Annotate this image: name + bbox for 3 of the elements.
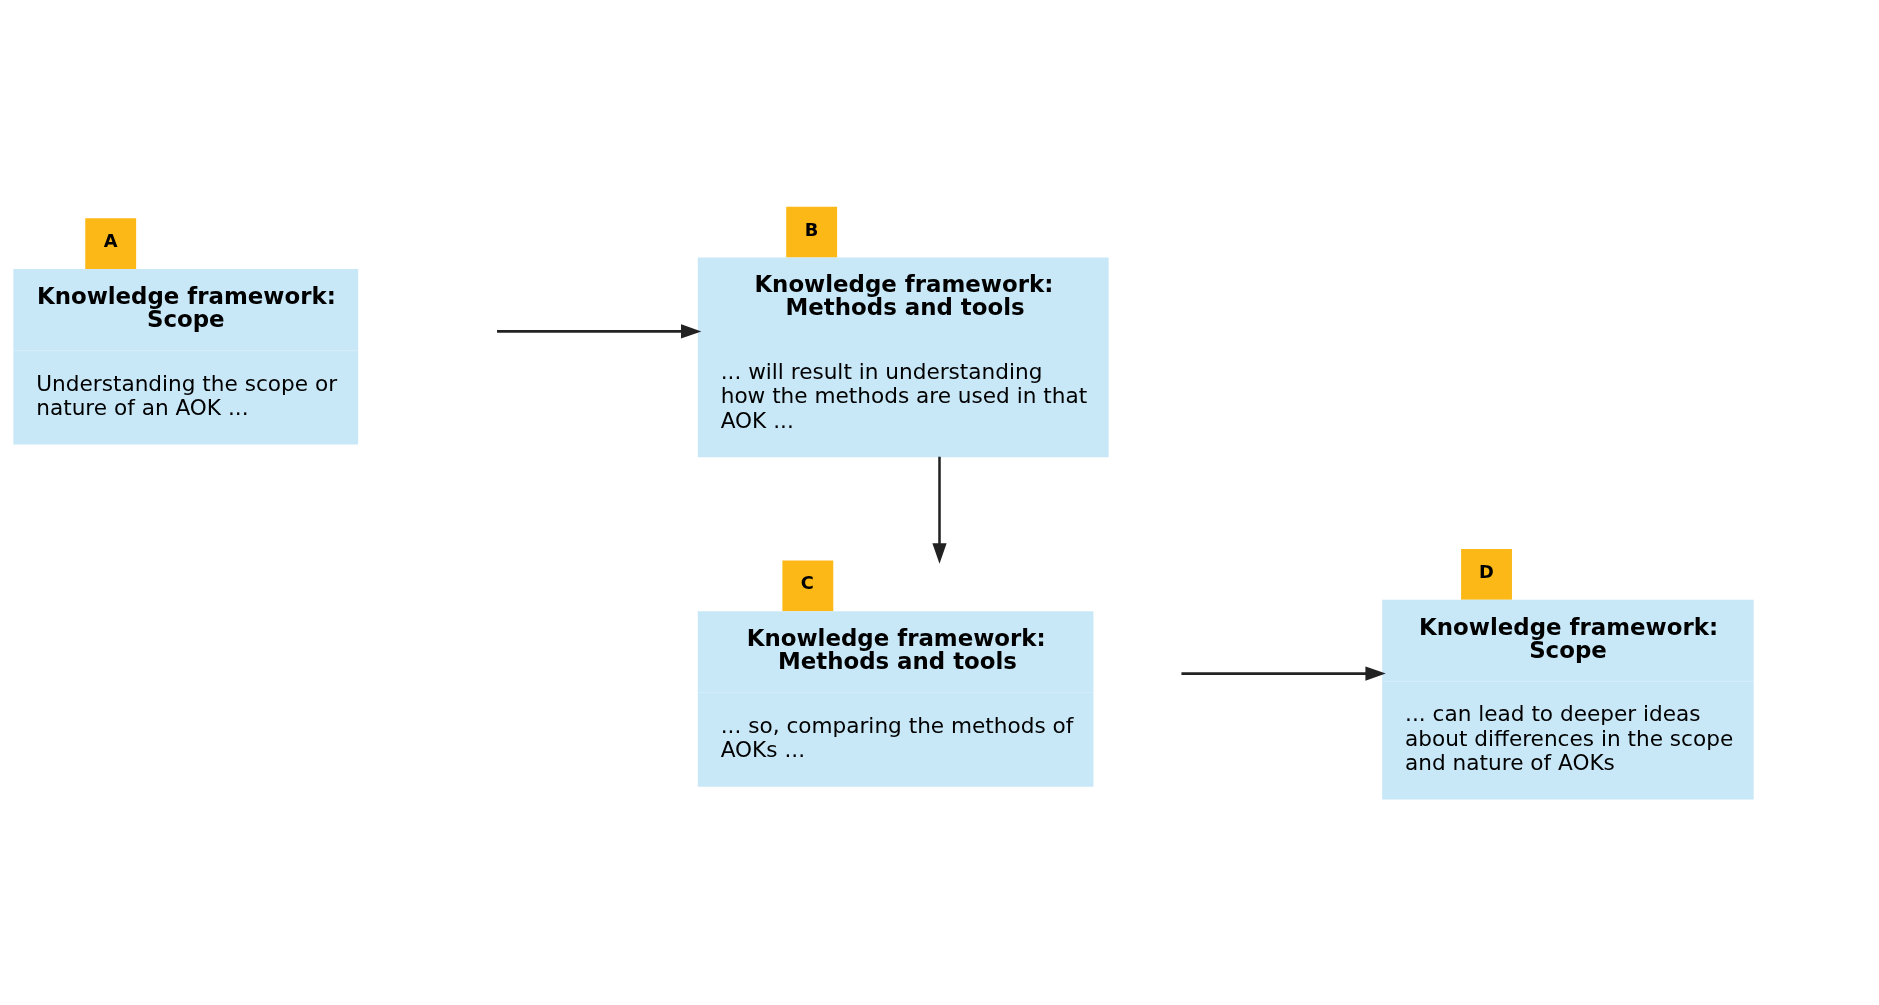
- arrow: [497, 324, 702, 339]
- arrow: [1181, 666, 1386, 681]
- arrow: [932, 456, 947, 564]
